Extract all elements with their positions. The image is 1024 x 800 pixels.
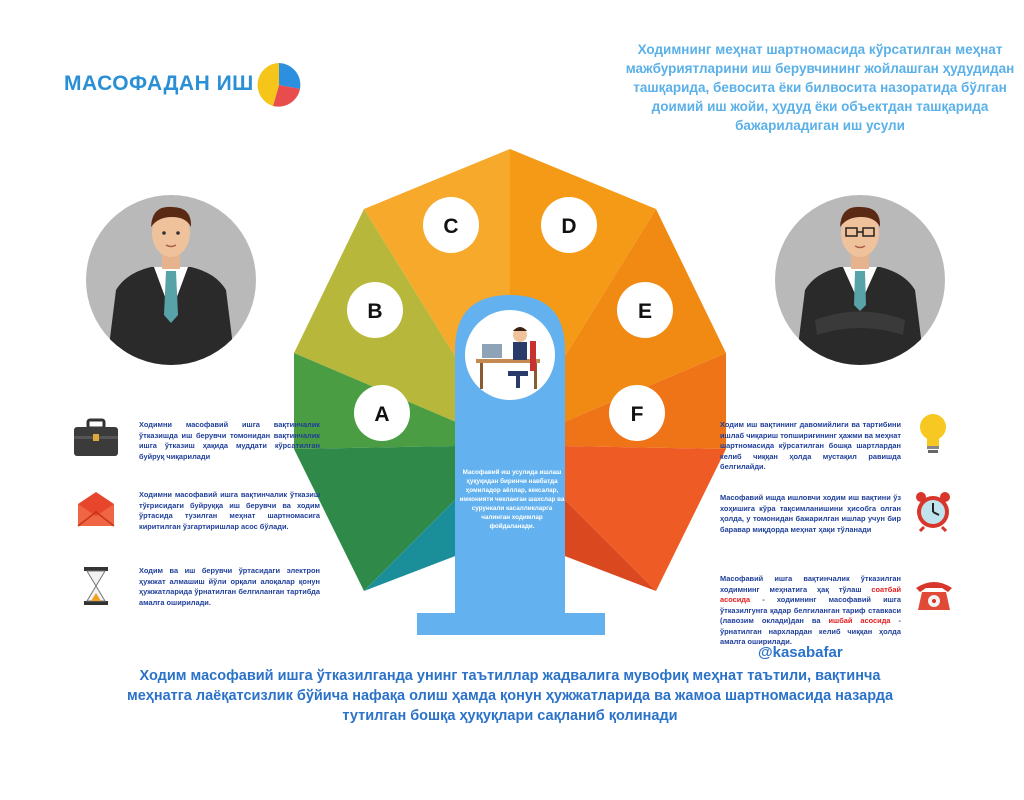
center-pillar-text: Масофавий иш усулида ишлаш ҳуқуқидан бир… [459, 469, 565, 530]
right-item-3-part-1: Масофавий ишга вақтинчалик ўтказилган хо… [720, 574, 901, 594]
right-item-2-text: Масофавий ишда ишловчи ходим иш вақтини … [720, 493, 901, 534]
envelope-icon [77, 492, 115, 527]
letter-badge-b [347, 282, 403, 338]
letter-c: C [443, 215, 458, 238]
telephone-icon [916, 582, 952, 610]
lightbulb-icon [920, 414, 946, 453]
right-item-3-part-2: - ходимнинг масофавий ишга ўтказилгунга … [720, 595, 901, 625]
left-person-avatar [86, 195, 256, 365]
footer-text: Ходим масофавий ишга ўтказилганда унинг … [126, 668, 894, 724]
letter-b: B [367, 300, 382, 323]
letter-a: A [374, 403, 389, 426]
letter-badge-a [354, 385, 410, 441]
briefcase-icon [74, 418, 118, 456]
right-item-3-text: Масофавий ишга вақтинчалик ўтказилган хо… [720, 574, 901, 648]
right-person-avatar [775, 195, 945, 365]
hourly-basis-emphasis: соатбай асосида [720, 584, 901, 605]
worker-illustration-icon [465, 310, 555, 400]
letter-badge-d [541, 197, 597, 253]
letter-badge-f [609, 385, 665, 441]
letter-badge-c [423, 197, 479, 253]
segment-wheel: A B C D E F [294, 149, 726, 635]
desk-worker-icon [476, 327, 540, 389]
left-item-3-text: Ходим ва иш берувчи ўртасидаги электрон … [139, 566, 320, 607]
pillar-base [417, 613, 605, 635]
right-item-3-part-3: - ўрнатилган нархлардан келиб чиққан ҳол… [720, 616, 901, 646]
letter-badge-e [617, 282, 673, 338]
letter-e: E [638, 300, 652, 323]
hourglass-icon [84, 567, 108, 605]
definition-text: Ходимнинг меҳнат шартномасида кўрсатилга… [625, 42, 1015, 133]
right-item-1-text: Ходим иш вақтининг давомийлиги ва тартиб… [720, 420, 901, 471]
piecework-basis-emphasis: ишбай асосида [828, 616, 891, 625]
alarm-clock-icon [916, 492, 950, 532]
social-handle: @kasabafar [758, 644, 843, 661]
pie-logo-icon [257, 63, 301, 107]
left-item-2-text: Ходимни масофавий ишга вақтинчалик ўтказ… [139, 490, 320, 531]
page-title: МАСОФАДАН ИШ [64, 72, 254, 95]
letter-d: D [561, 215, 576, 238]
left-item-1-text: Ходимни масофавий ишга вақтинчалик ўтказ… [139, 420, 320, 461]
letter-f: F [631, 403, 644, 426]
